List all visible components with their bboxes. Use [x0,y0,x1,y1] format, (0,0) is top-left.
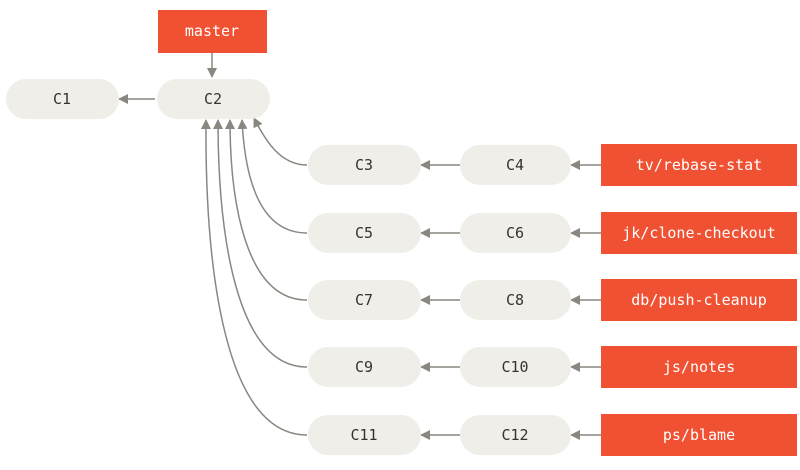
arrows [118,53,601,440]
commit-nodes: C1 C2 C3 C4 C5 C6 C7 C8 [6,79,571,455]
commit-c9-label: C9 [355,358,373,376]
branch-ps-label: ps/blame [663,426,735,444]
branch-ps-blame: ps/blame [601,414,797,456]
commit-c9: C9 [308,347,421,387]
commit-c5: C5 [308,213,421,253]
commit-c2-label: C2 [204,90,222,108]
commit-c7-label: C7 [355,291,373,309]
commit-c8-label: C8 [506,291,524,309]
commit-c3: C3 [308,145,421,185]
commit-c10-label: C10 [501,358,528,376]
branch-jk-label: jk/clone-checkout [622,224,776,242]
commit-c8: C8 [460,280,571,320]
commit-c11-label: C11 [350,426,377,444]
branch-db-label: db/push-cleanup [631,291,766,309]
branch-js-label: js/notes [663,358,735,376]
commit-c1: C1 [6,79,119,119]
commit-c11: C11 [308,415,421,455]
branch-master: master [158,10,267,53]
commit-c3-label: C3 [355,156,373,174]
branch-db-push-cleanup: db/push-cleanup [601,279,797,321]
arrow-c5-to-c2 [237,119,308,234]
commit-c6: C6 [460,213,571,253]
arrow-c11-to-c2 [200,119,308,436]
arrow-c7-to-c2 [225,119,308,301]
commit-c4-label: C4 [506,156,524,174]
commit-c1-label: C1 [53,90,71,108]
branch-labels: master tv/rebase-stat jk/clone-checkout … [158,10,797,456]
branch-tv-rebase-stat: tv/rebase-stat [601,144,797,186]
branch-jk-clone-checkout: jk/clone-checkout [601,212,797,254]
commit-c2: C2 [157,79,270,119]
commit-c7: C7 [308,280,421,320]
commit-c6-label: C6 [506,224,524,242]
arrow-c9-to-c2 [213,119,308,368]
branch-master-label: master [185,22,239,40]
arrow-c3-to-c2 [253,117,308,166]
commit-c10: C10 [460,347,571,387]
branch-tv-label: tv/rebase-stat [636,156,762,174]
commit-c12-label: C12 [501,426,528,444]
commit-c4: C4 [460,145,571,185]
commit-c5-label: C5 [355,224,373,242]
branch-js-notes: js/notes [601,346,797,388]
commit-c12: C12 [460,415,571,455]
